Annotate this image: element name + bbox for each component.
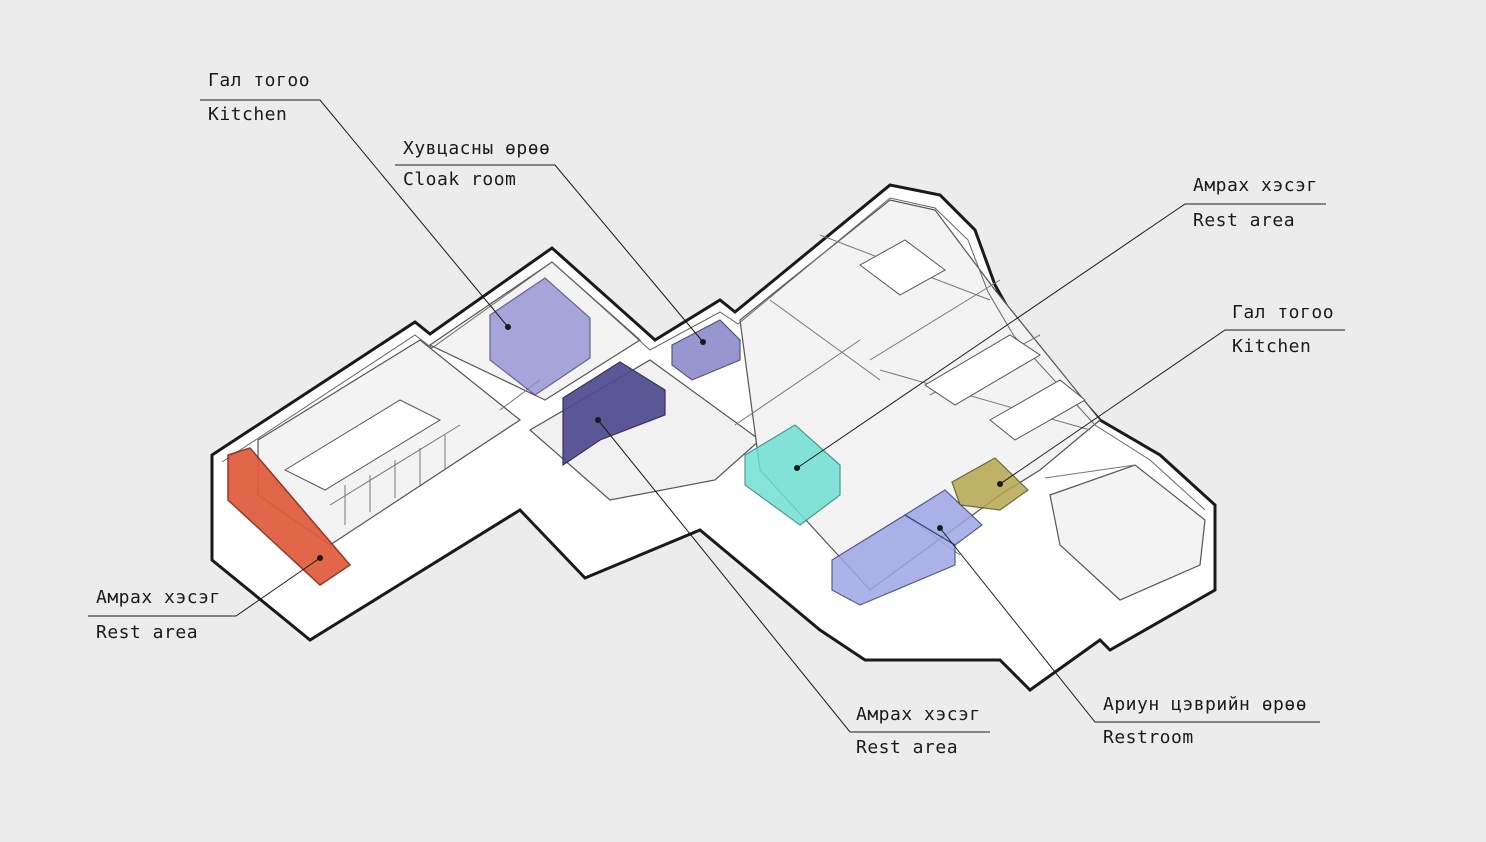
anchor-dots (317, 324, 1003, 561)
callout-rest-left-en: Rest area (96, 622, 199, 643)
callout-rest-top-right-mn: Амрах хэсэг (1193, 175, 1318, 196)
callout-rest-bottom-en: Rest area (856, 737, 959, 758)
zone-rest-area-left (227, 447, 352, 586)
callout-restroom-mn: Ариун цэврийн өрөө (1103, 694, 1308, 715)
leader-cloak-room (395, 164, 704, 343)
callout-rest-top-right-en: Rest area (1193, 210, 1296, 231)
building-shell (210, 183, 1217, 692)
zone-kitchen-right (951, 457, 1029, 511)
zone-rest-area-top-right (744, 424, 841, 526)
zone-kitchen-left (489, 277, 591, 396)
leader-rest-top-right (796, 203, 1326, 469)
callout-restroom-en: Restroom (1103, 727, 1194, 748)
callout-kitchen-right-en: Kitchen (1232, 336, 1312, 357)
callout-cloak-room-mn: Хувцасны өрөө (403, 138, 551, 159)
callout-kitchen-left-mn: Гал тогоо (208, 70, 311, 91)
zone-cloak-room (671, 319, 741, 381)
callout-cloak-room-en: Cloak room (403, 169, 517, 190)
desks (283, 239, 1086, 491)
callout-rest-bottom-mn: Амрах хэсэг (856, 704, 981, 725)
zone-restroom-2 (903, 489, 983, 546)
zone-rest-area-bottom (562, 361, 666, 467)
leader-restroom (939, 527, 1320, 723)
callout-kitchen-right-mn: Гал тогоо (1232, 302, 1335, 323)
callout-kitchen-left-en: Kitchen (208, 104, 288, 125)
leader-rest-left (88, 557, 321, 617)
leader-lines (88, 99, 1345, 733)
leader-kitchen-right (999, 329, 1345, 485)
leader-rest-bottom (597, 419, 990, 733)
highlighted-zones (227, 277, 1029, 606)
leader-kitchen-left (200, 99, 509, 328)
callout-rest-left-mn: Амрах хэсэг (96, 587, 221, 608)
